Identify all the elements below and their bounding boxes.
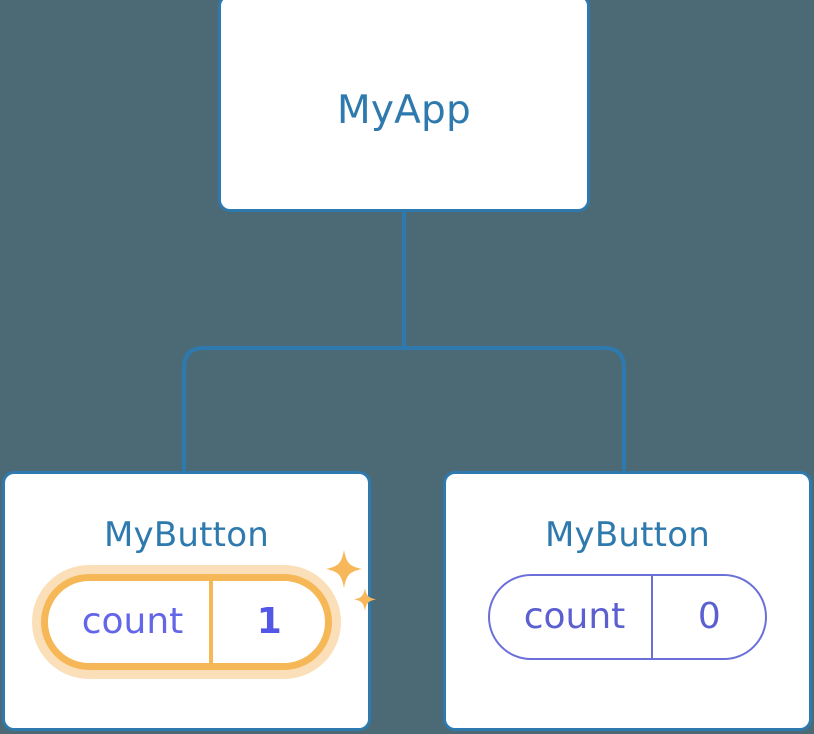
state-badge-left-value: 1 — [209, 581, 325, 663]
connector-branch-left — [182, 346, 404, 471]
node-myapp-label: MyApp — [337, 87, 471, 133]
state-badge-right[interactable]: count 0 — [487, 574, 768, 660]
state-badge-left-key: count — [81, 601, 184, 642]
state-badge-right-key: count — [523, 596, 626, 637]
node-mybutton-left[interactable]: MyButton count 1 — [2, 471, 377, 731]
node-myapp[interactable]: MyApp — [218, 0, 590, 212]
state-badge-right-wrapper: count 0 — [487, 574, 768, 660]
connector-branch-right — [404, 346, 626, 471]
state-badge-left-wrapper: count 1 — [40, 550, 377, 670]
state-badge-left[interactable]: count 1 — [40, 574, 333, 670]
node-mybutton-right-label: MyButton — [545, 515, 710, 555]
node-mybutton-left-label: MyButton — [104, 515, 269, 555]
state-badge-right-value: 0 — [651, 576, 765, 658]
node-mybutton-right[interactable]: MyButton count 0 — [443, 471, 812, 731]
